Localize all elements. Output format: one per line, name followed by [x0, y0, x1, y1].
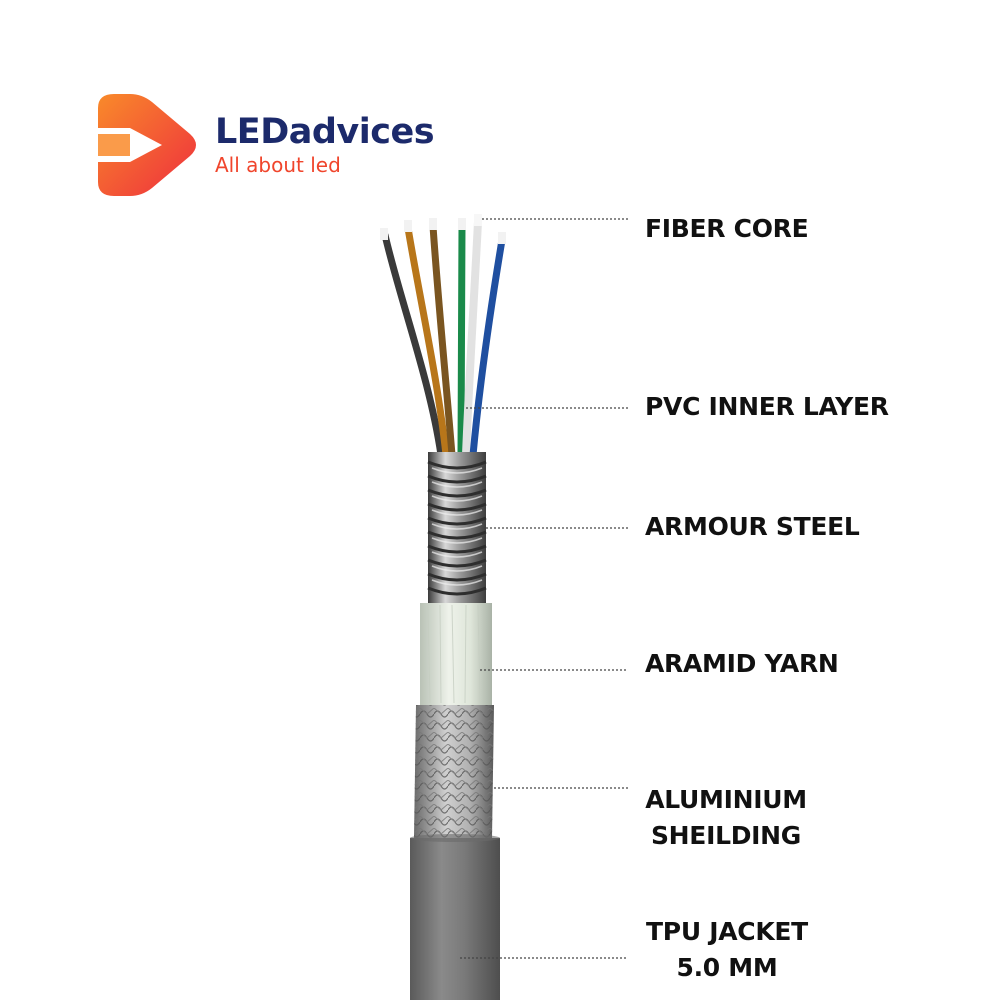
fiber-strand-brown: [429, 222, 456, 459]
tpu-jacket: [410, 834, 500, 1000]
label-aluminium-line1: ALUMINIUM: [645, 785, 807, 814]
armour-steel-coil: [427, 452, 487, 607]
leader-lines: [460, 218, 628, 959]
brand-tagline: All about led: [215, 153, 341, 177]
fiber-strand-blue: [469, 236, 506, 459]
label-tpu-jacket: TPU JACKET 5.0 MM: [642, 914, 812, 986]
brand-name: LEDadvices: [215, 112, 435, 152]
label-tpu-line2: 5.0 MM: [676, 953, 778, 982]
fiber-strand-orange: [404, 224, 450, 459]
label-tpu-line1: TPU JACKET: [646, 917, 808, 946]
label-aluminium-shielding: ALUMINIUM SHEILDING: [642, 782, 810, 854]
fiber-strand-white: [462, 218, 482, 459]
label-fiber-core: FIBER CORE: [645, 214, 809, 243]
aluminium-braided-shielding: [414, 705, 494, 838]
label-armour-steel: ARMOUR STEEL: [645, 512, 860, 541]
fiber-strands: [380, 214, 506, 459]
label-aramid-yarn: ARAMID YARN: [645, 649, 839, 678]
fiber-strand-black: [381, 231, 445, 459]
aramid-yarn: [420, 603, 492, 705]
label-aluminium-line2: SHEILDING: [650, 821, 802, 850]
label-pvc-inner-layer: PVC INNER LAYER: [645, 392, 889, 421]
fiber-strand-green: [457, 222, 466, 459]
play-arrow-logo-icon: [98, 94, 196, 196]
